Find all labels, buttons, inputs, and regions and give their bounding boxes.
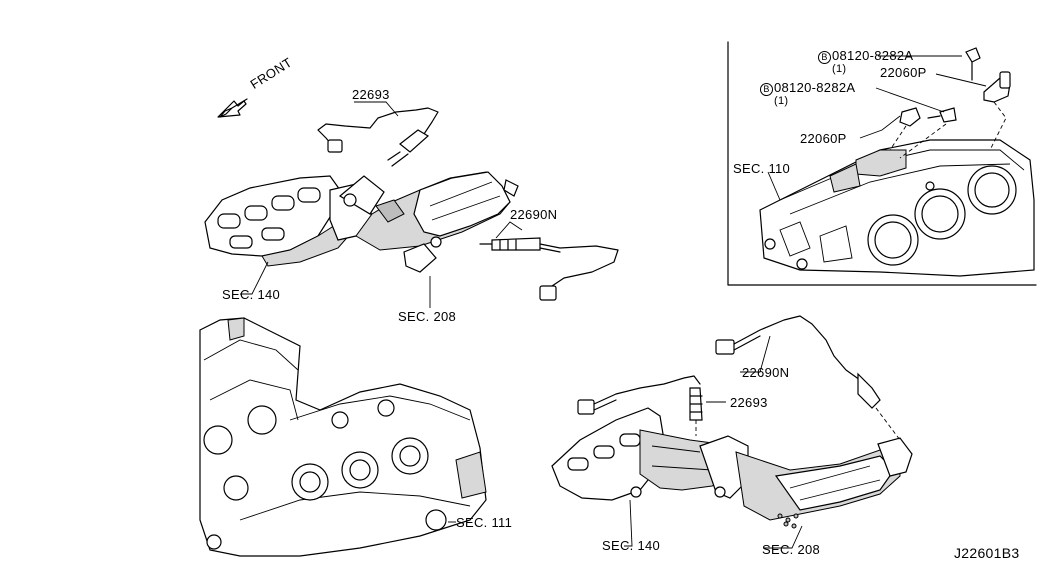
sensor-22693-upper <box>317 107 439 167</box>
label-bolt-2-qty: (1) <box>774 95 789 107</box>
label-sec140-lower: SEC. 140 <box>602 538 661 553</box>
label-22693-upper: 22693 <box>352 87 390 102</box>
bolt-b-icon: B <box>760 83 773 96</box>
inset-engine-block <box>759 139 1035 277</box>
upper-manifold-assembly <box>204 171 519 273</box>
label-sec208-lower: SEC. 208 <box>762 542 821 557</box>
sensor-22690n-lower <box>715 315 901 441</box>
front-arrow-icon <box>217 98 248 118</box>
label-22690n-lower: 22690N <box>742 365 790 380</box>
label-sec111: SEC. 111 <box>456 515 513 530</box>
label-22693-lower: 22693 <box>730 395 768 410</box>
inset-frame <box>727 41 1037 286</box>
bolt-b-icon: B <box>818 51 831 64</box>
sensor-22693-lower <box>577 375 703 436</box>
label-sec110: SEC. 110 <box>733 161 791 176</box>
lower-engine-block <box>199 317 487 557</box>
label-22060p-1: 22060P <box>880 65 927 80</box>
label-sec140-upper: SEC. 140 <box>222 287 281 302</box>
label-22690n-upper: 22690N <box>510 207 558 222</box>
diagram-id: J22601B3 <box>954 545 1020 561</box>
label-bolt-1-qty: (1) <box>832 63 847 75</box>
lower-manifold-assembly <box>551 407 913 529</box>
sensor-22690n-upper <box>479 237 619 301</box>
label-sec208-upper: SEC. 208 <box>398 309 457 324</box>
inset-knock-sensors <box>889 47 1011 159</box>
label-22060p-2: 22060P <box>800 131 847 146</box>
